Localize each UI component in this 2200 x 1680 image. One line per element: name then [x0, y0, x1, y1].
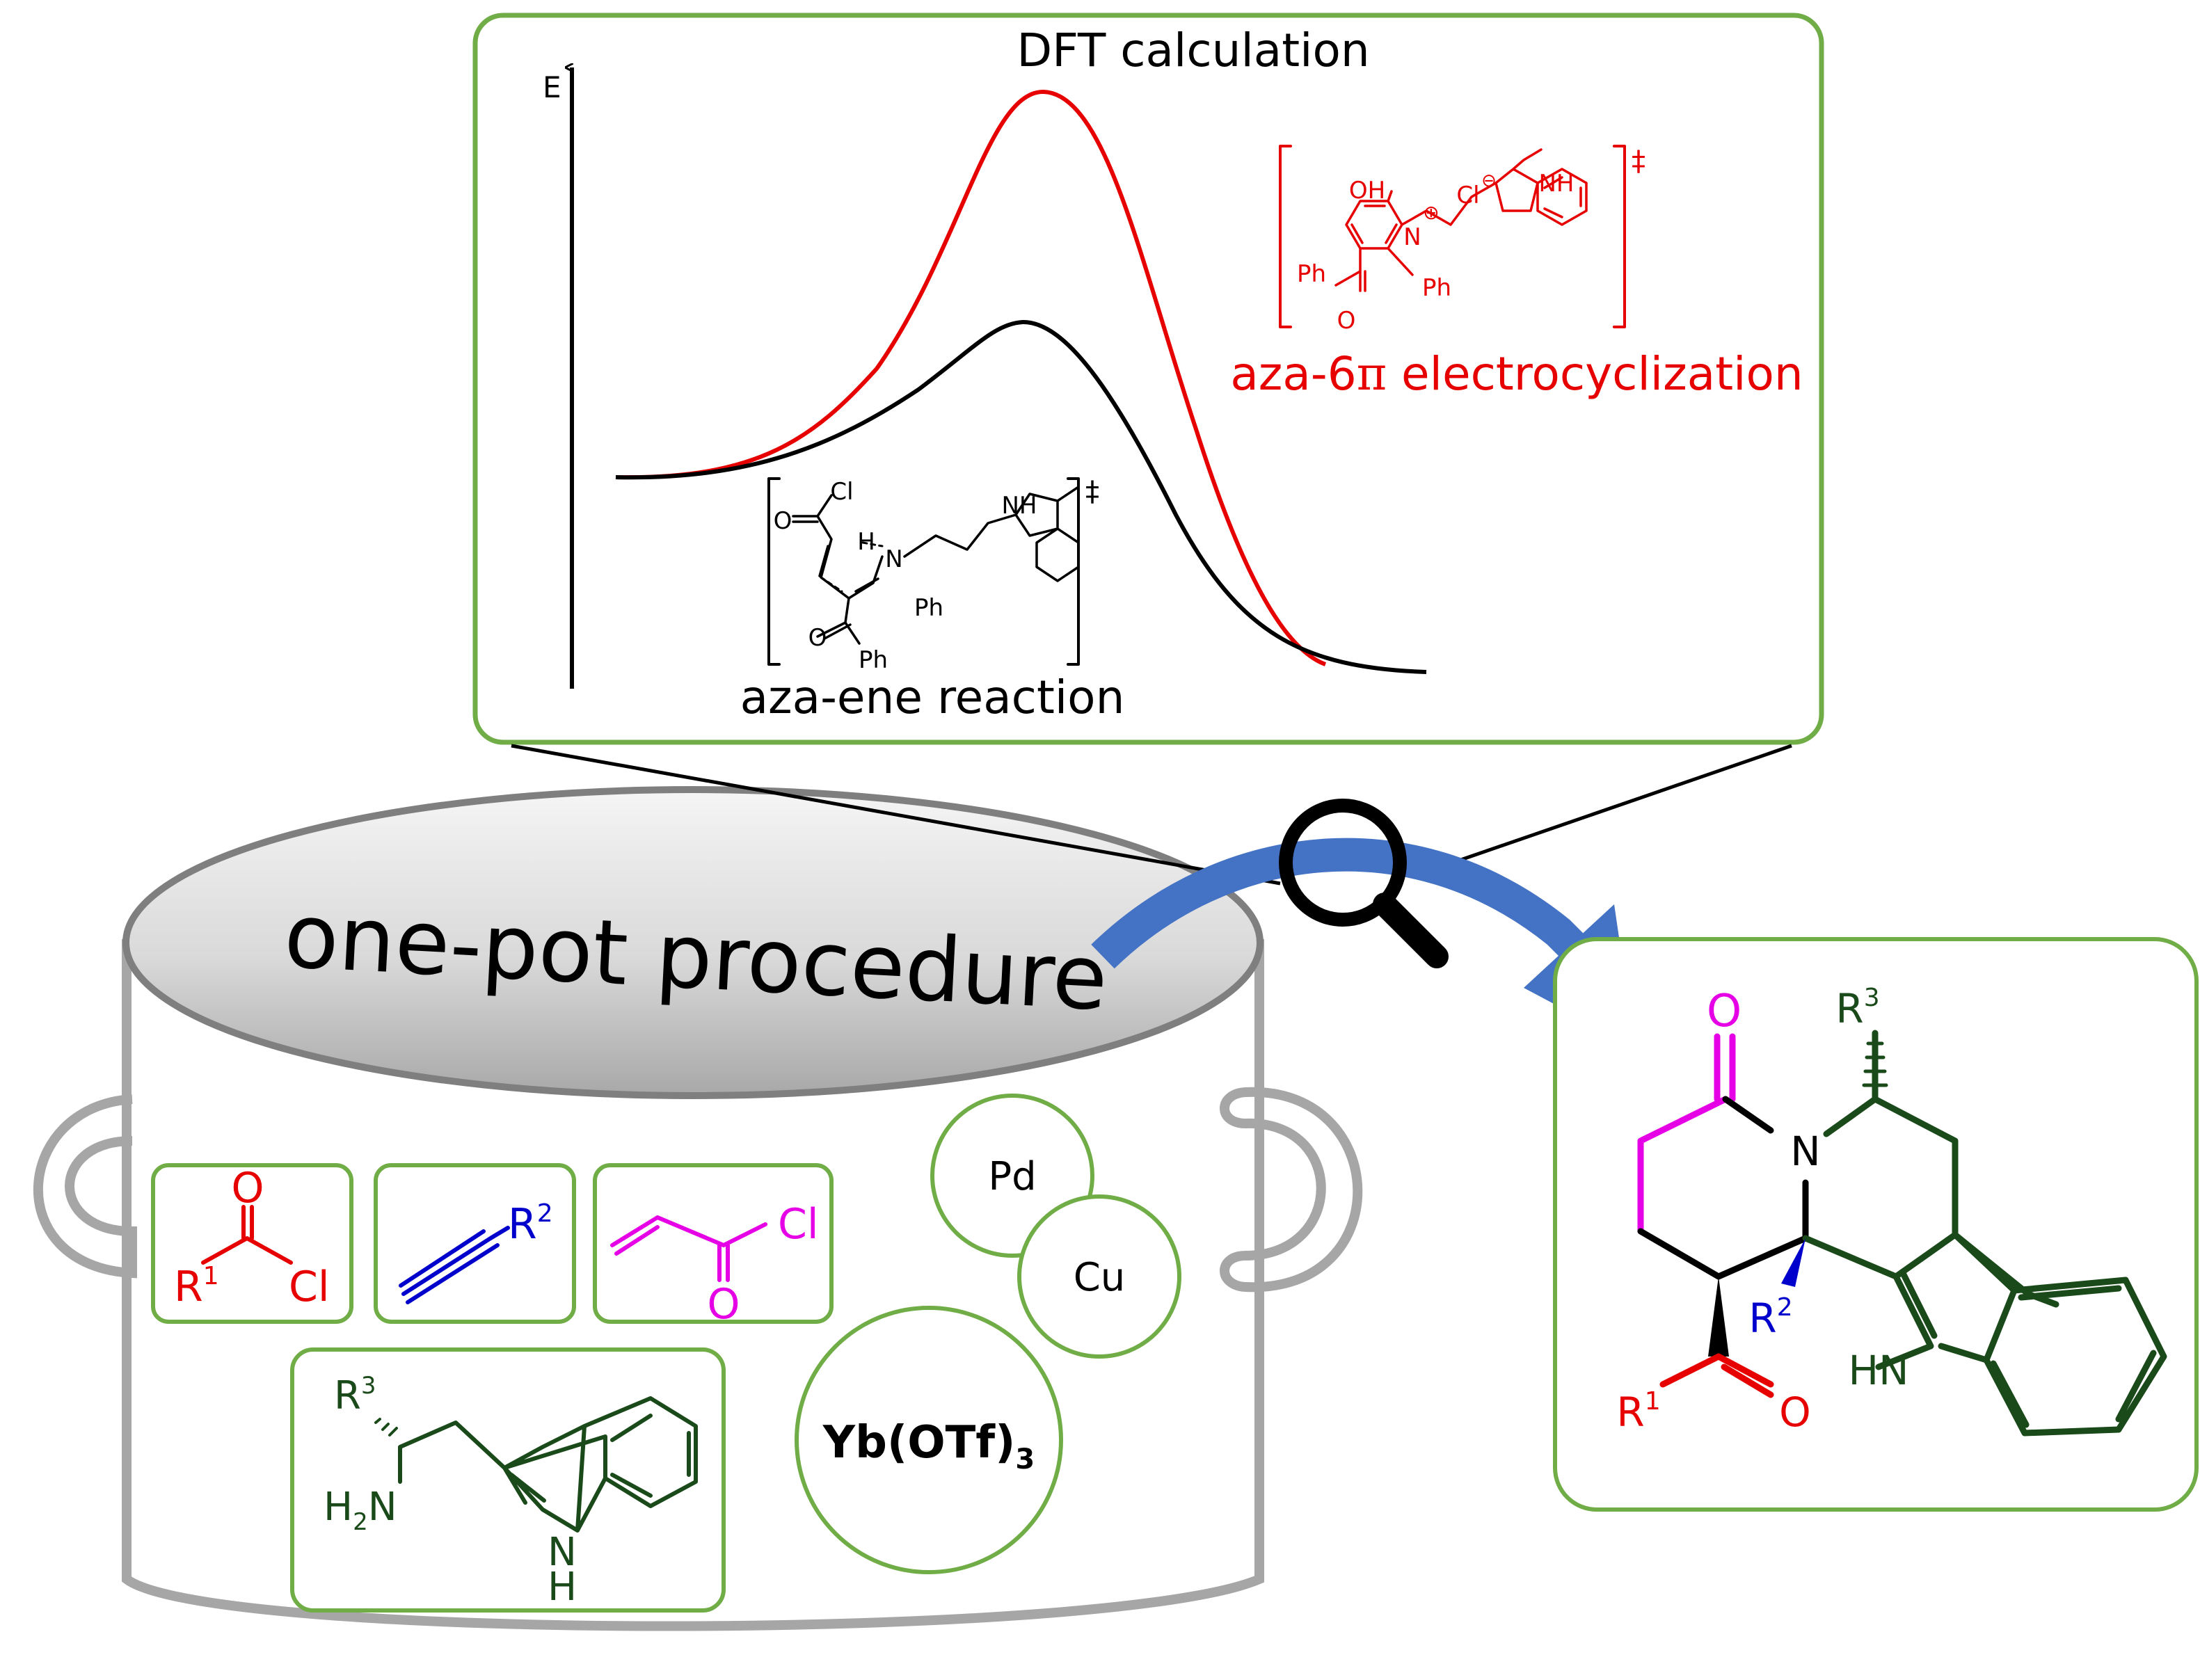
- aza-ene-label: aza-ene reaction: [740, 671, 1125, 724]
- energy-axis-label: E: [543, 70, 561, 104]
- aza-6pi-ts-structure: OH ⊕ N Cl ⊖ NH Ph O Ph ‡: [1279, 145, 1645, 335]
- svg-text:Ph: Ph: [1422, 274, 1451, 302]
- magnifier-icon: [1279, 799, 1449, 968]
- svg-text:OH: OH: [1349, 177, 1385, 205]
- aza-ene-ts-structure: Cl O H N Ph O Ph NH ‡: [767, 476, 1099, 674]
- svg-text:R3: R3: [334, 1372, 376, 1418]
- svg-text:O: O: [808, 624, 827, 652]
- svg-text:Pd: Pd: [988, 1154, 1036, 1199]
- svg-text:N: N: [1403, 223, 1421, 251]
- svg-text:‡: ‡: [1085, 476, 1099, 508]
- aza-6pi-energy-curve: [615, 89, 1327, 666]
- svg-text:N: N: [1790, 1128, 1820, 1175]
- pot-handle-left: [33, 1094, 137, 1279]
- svg-text:O: O: [1707, 986, 1741, 1037]
- aza-ene-energy-curve: [615, 319, 1427, 674]
- svg-text:Cl: Cl: [830, 478, 853, 506]
- pot-handle-right: [1220, 1087, 1363, 1293]
- svg-text:R1: R1: [1616, 1387, 1660, 1436]
- svg-text:R2: R2: [1748, 1293, 1792, 1342]
- svg-text:H: H: [857, 528, 875, 556]
- lewis-acid-yb-otf3: Yb(OTf)3: [795, 1306, 1063, 1574]
- reagent-tryptamine: R3 H2N N H: [290, 1347, 726, 1613]
- reagent-alkyne: R2: [374, 1163, 576, 1324]
- svg-text:O: O: [774, 507, 792, 535]
- svg-text:Ph: Ph: [859, 646, 888, 674]
- product-panel: O R3 N R2 HN R1 O: [1553, 937, 2199, 1512]
- svg-text:‡: ‡: [1632, 145, 1645, 177]
- zoom-line-right: [1412, 744, 1792, 879]
- svg-text:⊕: ⊕: [1423, 201, 1439, 224]
- svg-text:NH: NH: [1002, 492, 1037, 520]
- catalyst-cu: Cu: [1017, 1194, 1181, 1359]
- svg-text:O: O: [231, 1164, 264, 1213]
- dft-panel: DFT calculation E OH ⊕ N Cl ⊖ NH Ph O Ph…: [472, 13, 1824, 745]
- svg-text:H: H: [548, 1565, 577, 1610]
- zoom-line-left: [511, 744, 1281, 886]
- svg-text:R2: R2: [508, 1199, 553, 1249]
- aza-6pi-label: aza-6π electrocyclization: [1230, 347, 1803, 401]
- svg-text:Ph: Ph: [914, 594, 943, 622]
- svg-text:Cl: Cl: [1456, 182, 1479, 209]
- pot: one-pot procedure O R1 Cl R2 Cl O Pd: [33, 786, 1363, 1631]
- svg-text:N: N: [885, 545, 902, 573]
- reagent-acyl-chloride: O R1 Cl: [151, 1163, 353, 1324]
- svg-text:O: O: [707, 1280, 740, 1329]
- svg-text:N: N: [548, 1530, 577, 1575]
- svg-text:R1: R1: [174, 1262, 219, 1311]
- svg-text:Cu: Cu: [1074, 1255, 1126, 1300]
- dft-panel-frame: [472, 13, 1824, 745]
- reagent-acryloyl-chloride: Cl O: [593, 1163, 834, 1329]
- pot-lid: [122, 786, 1264, 1099]
- pot-body: [122, 939, 1264, 1631]
- svg-text:Ph: Ph: [1297, 260, 1326, 288]
- product-hash-bond-r3: [1862, 1041, 1888, 1087]
- product-wedge-r2: [1781, 1238, 1806, 1287]
- tryptamine-hash-bond: [374, 1418, 398, 1437]
- svg-text:Cl: Cl: [778, 1200, 819, 1249]
- svg-text:Cl: Cl: [289, 1263, 330, 1311]
- product-panel-frame: [1553, 937, 2199, 1512]
- svg-text:Yb(OTf)3: Yb(OTf)3: [822, 1417, 1035, 1475]
- svg-text:HN: HN: [1849, 1347, 1909, 1394]
- svg-text:H2N: H2N: [324, 1485, 397, 1536]
- svg-text:⊖: ⊖: [1481, 170, 1497, 191]
- product-wedge-r1: [1708, 1277, 1729, 1357]
- svg-text:R3: R3: [1835, 984, 1879, 1032]
- dft-title: DFT calculation: [1017, 24, 1369, 77]
- svg-text:O: O: [1337, 307, 1356, 335]
- svg-text:O: O: [1779, 1389, 1811, 1436]
- svg-text:NH: NH: [1539, 170, 1575, 198]
